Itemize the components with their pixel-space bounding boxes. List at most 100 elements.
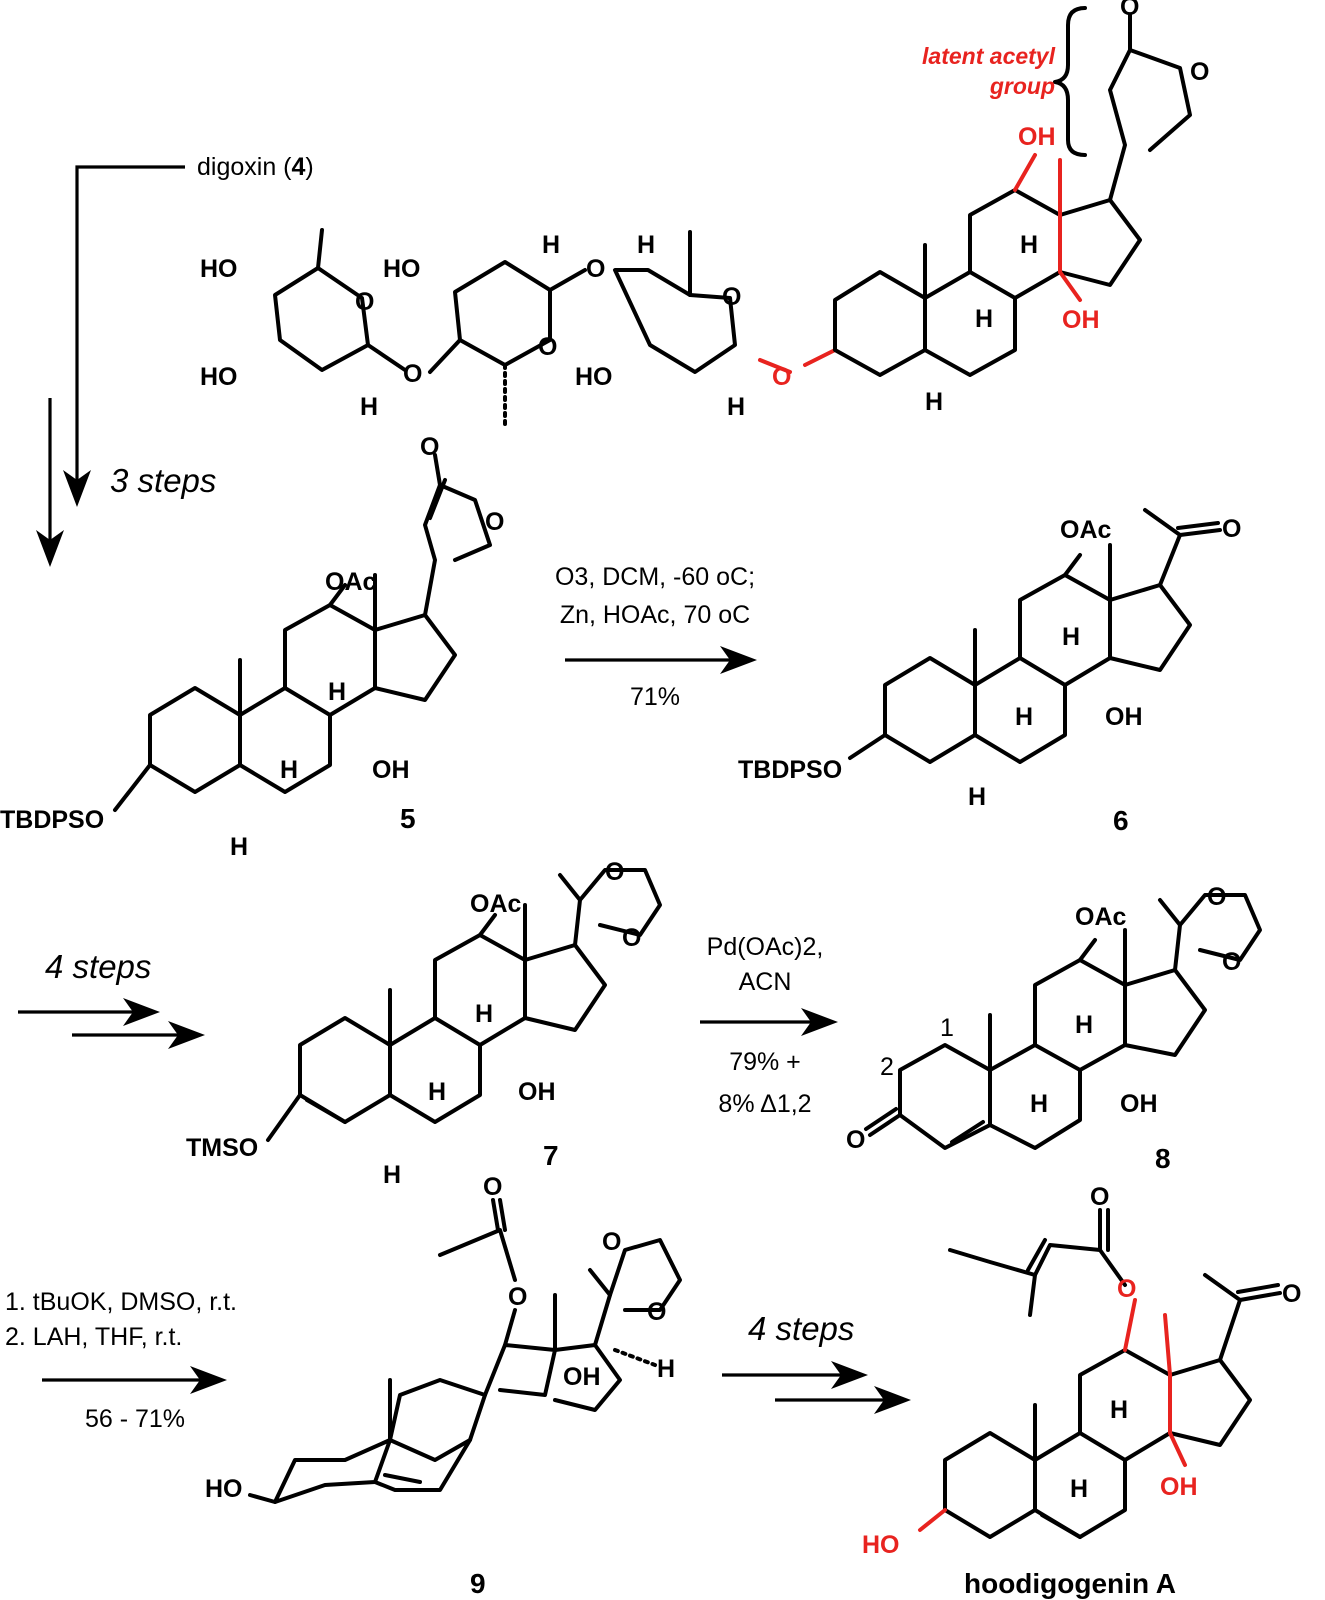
step5-conditions: 1. tBuOK, DMSO, r.t. <box>5 1288 237 1316</box>
atom-label-highlight: O <box>1117 1275 1136 1303</box>
step5-conditions: 2. LAH, THF, r.t. <box>5 1323 182 1351</box>
atom-label: OAc <box>325 568 377 596</box>
atom-label: O <box>420 433 439 461</box>
atom-label: H <box>1075 1011 1093 1039</box>
atom-label: O <box>1120 0 1139 21</box>
compound-6-label: 6 <box>1113 805 1129 836</box>
step4-yield: 79% + <box>729 1048 801 1076</box>
hoodigogenin-a-structure: O O O H H OH HO <box>862 1183 1301 1559</box>
step2-yield: 71% <box>630 683 680 711</box>
atom-label: O <box>846 1126 865 1154</box>
atom-label: O <box>1207 883 1226 911</box>
step-label: 4 steps <box>748 1310 854 1347</box>
digoxin-structure: O HO HO H O HO O H O H O HO H O OH OH <box>200 0 1209 427</box>
atom-label: H <box>1070 1475 1088 1503</box>
atom-label: HO <box>383 255 421 283</box>
atom-label: O <box>586 255 605 283</box>
atom-label: HO <box>200 255 238 283</box>
compound-7-label: 7 <box>543 1140 559 1171</box>
arrowhead <box>720 646 757 674</box>
position-label: 2 <box>880 1053 894 1081</box>
arrowhead <box>190 1366 227 1394</box>
position-label: 1 <box>940 1014 954 1042</box>
compound-8-structure: O O O OAc H H OH 1 2 <box>846 883 1262 1154</box>
atom-label: H <box>1020 231 1038 259</box>
step5-yield: 56 - 71% <box>85 1405 185 1433</box>
atom-label: HO <box>205 1475 243 1503</box>
step-label: 3 steps <box>110 462 216 499</box>
atom-label: H <box>383 1161 401 1189</box>
compound-5-structure: O O OAc H H OH H TBDPSO <box>0 433 504 861</box>
atom-label: OH <box>518 1078 556 1106</box>
atom-label: O <box>1222 948 1241 976</box>
atom-label: OAc <box>1075 903 1127 931</box>
hoodigogenin-a-label: hoodigogenin A <box>964 1568 1176 1599</box>
atom-label: H <box>542 231 560 259</box>
atom-label: OAc <box>1060 516 1112 544</box>
atom-label: H <box>1110 1396 1128 1424</box>
atom-label: O <box>508 1283 527 1311</box>
atom-label: O <box>538 333 557 361</box>
compound-8-label: 8 <box>1155 1143 1171 1174</box>
atom-label: O <box>722 283 741 311</box>
step-label: 4 steps <box>45 948 151 985</box>
atom-label: O <box>647 1298 666 1326</box>
step4-yield: 8% Δ1,2 <box>718 1090 811 1118</box>
atom-label: O <box>1282 1280 1301 1308</box>
atom-label: H <box>968 783 986 811</box>
atom-label: O <box>622 924 641 952</box>
arrowhead <box>801 1008 838 1036</box>
step4-conditions: ACN <box>739 968 792 996</box>
step4-conditions: Pd(OAc)2, <box>707 933 824 961</box>
atom-label: HO <box>575 363 613 391</box>
atom-label: OH <box>1120 1090 1158 1118</box>
atom-label: OH <box>1105 703 1143 731</box>
atom-label: H <box>1030 1090 1048 1118</box>
atom-label: O <box>483 1173 502 1201</box>
atom-label: H <box>727 393 745 421</box>
atom-label: OH <box>563 1363 601 1391</box>
atom-label: H <box>475 1000 493 1028</box>
arrowhead <box>168 1021 205 1049</box>
atom-label: O <box>602 1228 621 1256</box>
atom-label: O <box>355 288 374 316</box>
compound-5-label: 5 <box>400 803 416 834</box>
atom-label: H <box>1062 623 1080 651</box>
atom-label: H <box>657 1355 675 1383</box>
atom-label-highlight: OH <box>1062 306 1100 334</box>
atom-label-highlight: OH <box>1018 123 1056 151</box>
atom-label: H <box>637 231 655 259</box>
atom-label: O <box>605 858 624 886</box>
atom-label: H <box>328 678 346 706</box>
atom-label-highlight: OH <box>1160 1473 1198 1501</box>
step2-conditions: O3, DCM, -60 oC; <box>555 563 755 591</box>
atom-label: O <box>1190 58 1209 86</box>
atom-label: H <box>925 388 943 416</box>
atom-label: TBDPSO <box>0 806 104 834</box>
atom-label: H <box>280 756 298 784</box>
atom-label: H <box>975 305 993 333</box>
latent-acetyl-label: latent acetyl <box>922 43 1056 69</box>
step2-conditions: Zn, HOAc, 70 oC <box>560 601 750 629</box>
compound-6-structure: O OAc H H OH H TBDPSO <box>738 508 1241 811</box>
atom-label: H <box>1015 703 1033 731</box>
arrowhead <box>63 470 91 507</box>
atom-label: O <box>485 508 504 536</box>
atom-label-highlight: HO <box>862 1531 900 1559</box>
arrowhead <box>831 1361 868 1389</box>
atom-label: HO <box>200 363 238 391</box>
atom-label: OH <box>372 756 410 784</box>
digoxin-arrow-path <box>75 165 185 480</box>
atom-label: O <box>1222 515 1241 543</box>
atom-label: H <box>360 393 378 421</box>
atom-label: H <box>428 1078 446 1106</box>
arrowhead <box>874 1386 911 1414</box>
arrowhead <box>36 530 64 567</box>
atom-label: TBDPSO <box>738 756 842 784</box>
atom-label: O <box>403 360 422 388</box>
digoxin-label: digoxin (4) <box>197 153 314 181</box>
atom-label: TMSO <box>186 1134 258 1162</box>
latent-acetyl-label: group <box>989 73 1055 99</box>
atom-label: H <box>230 833 248 861</box>
